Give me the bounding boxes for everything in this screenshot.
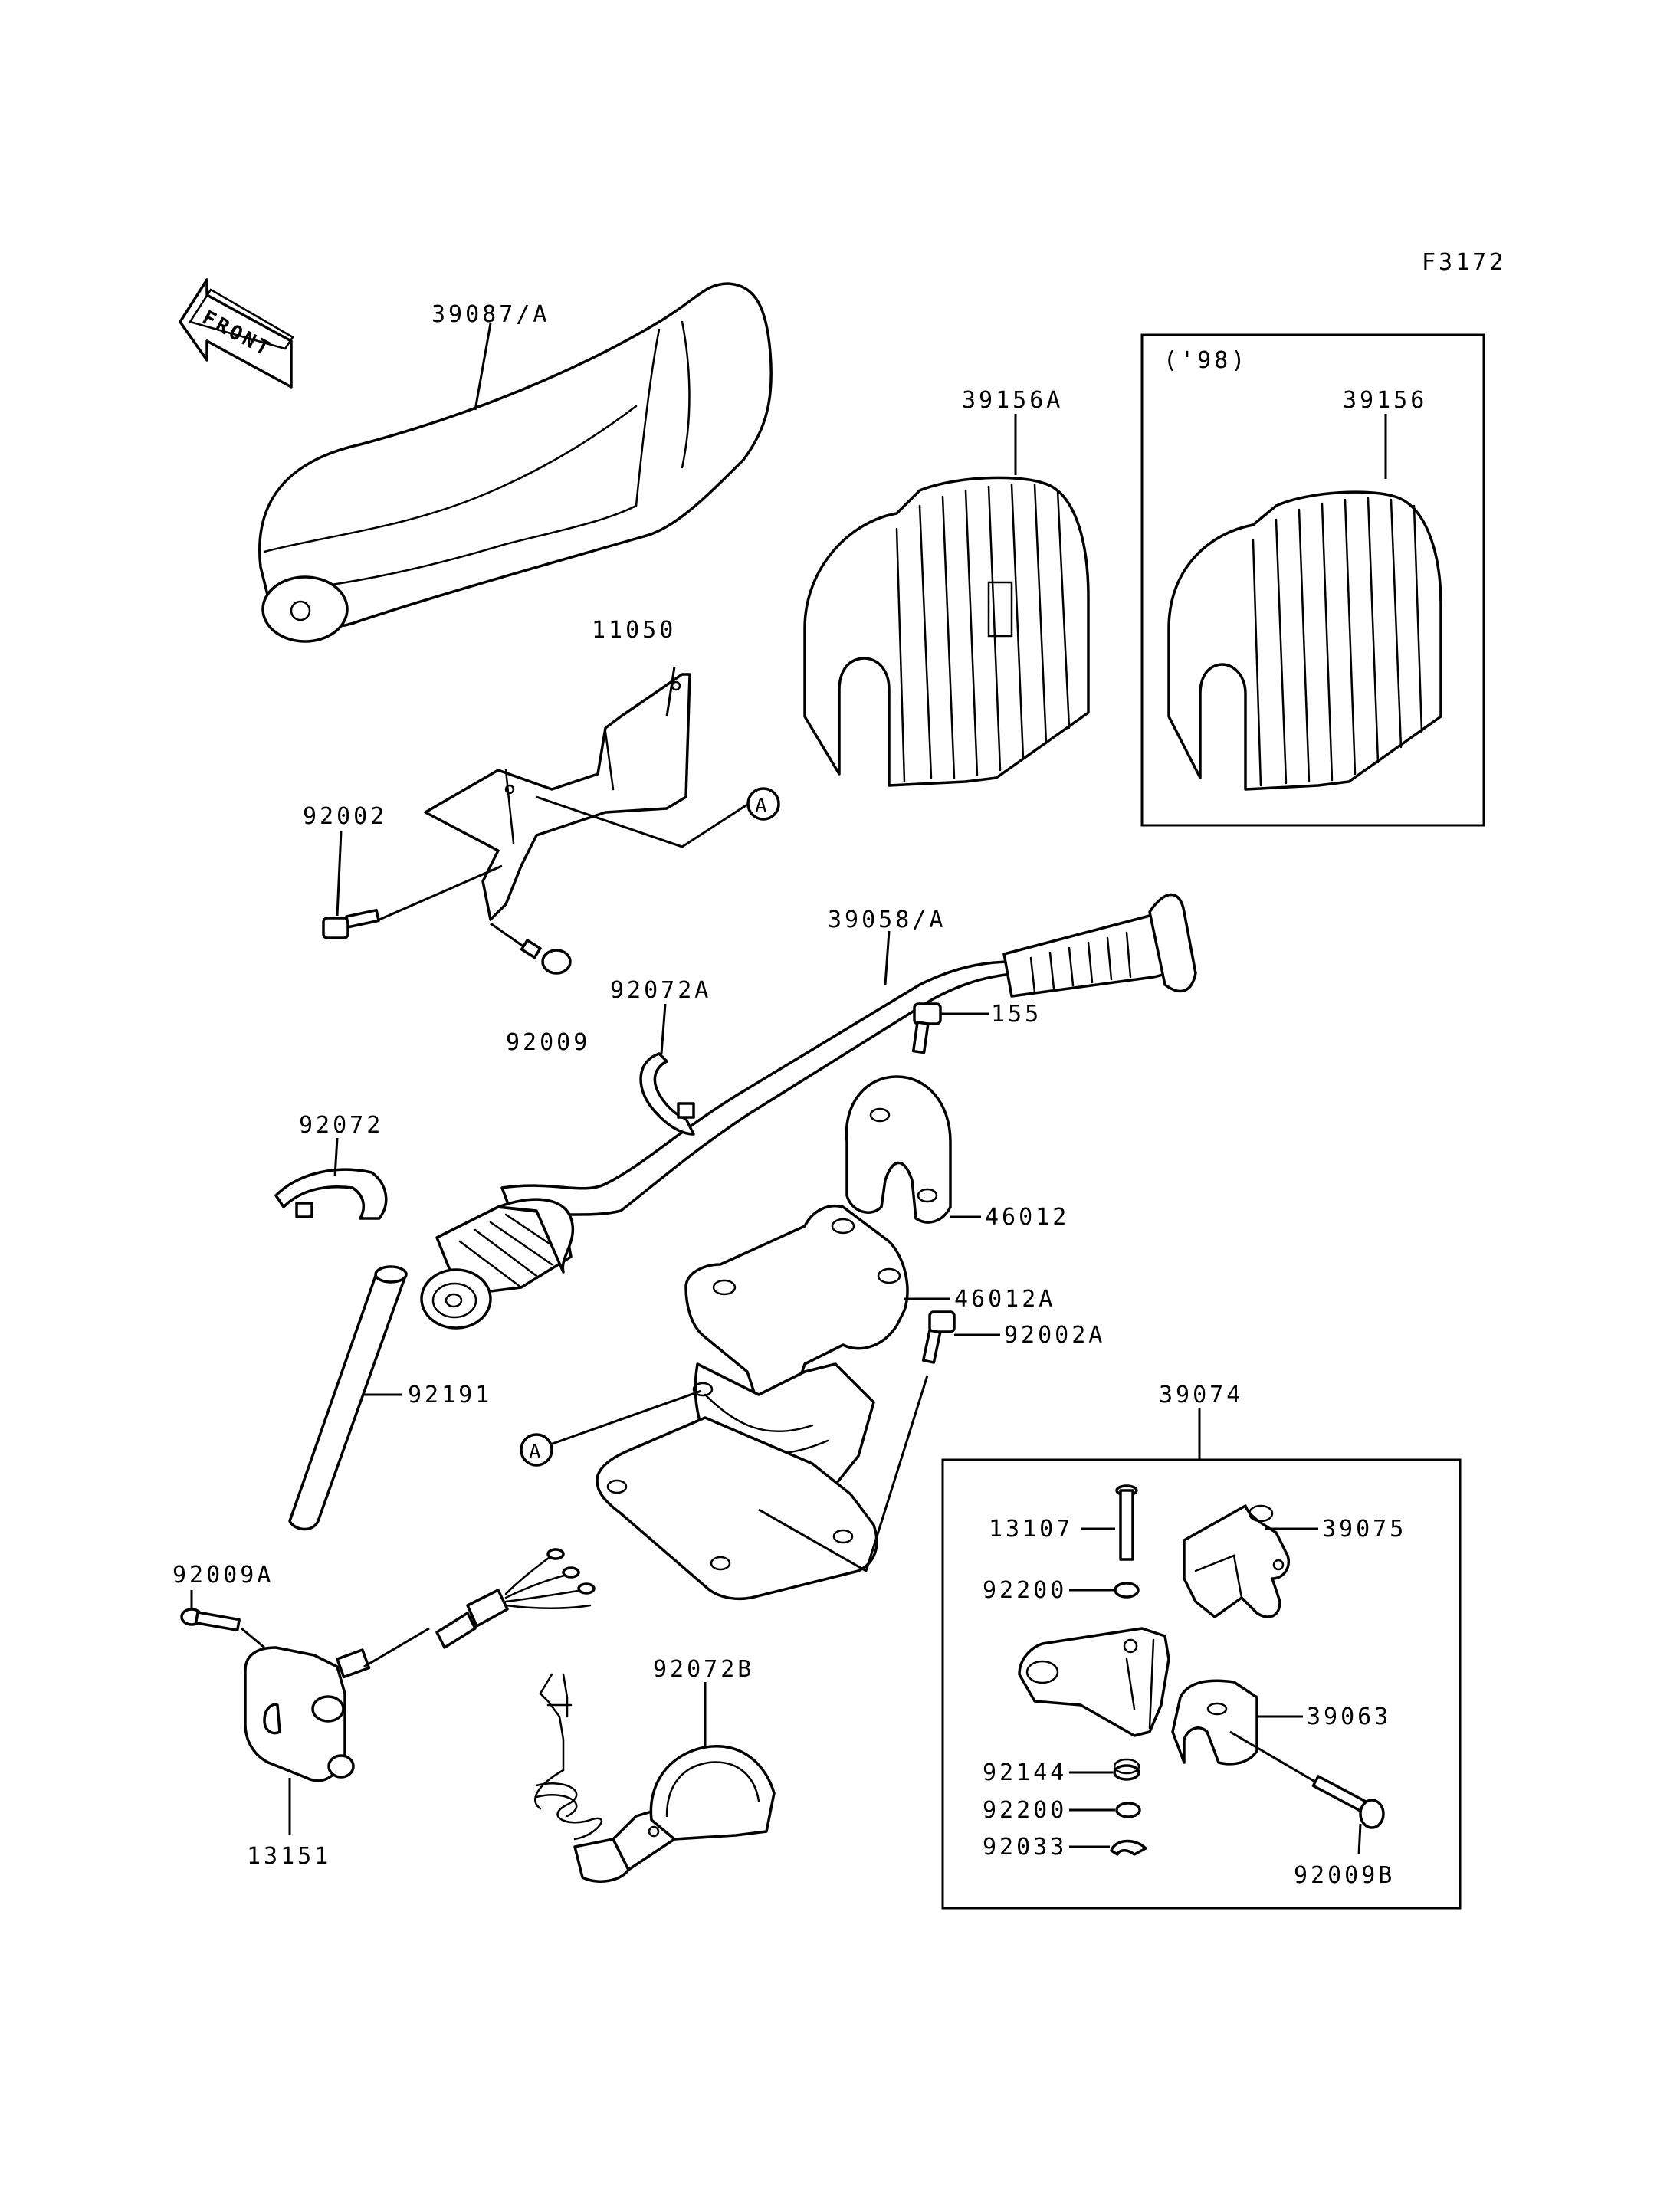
screw-92009B bbox=[1229, 1730, 1385, 1829]
label-92072B: 92072B bbox=[653, 1656, 754, 1683]
band-92072 bbox=[274, 1168, 388, 1220]
label-92009: 92009 bbox=[506, 1029, 590, 1056]
label-92033: 92033 bbox=[983, 1834, 1067, 1861]
kit-box-39074 bbox=[941, 1458, 1462, 1910]
label-92072A: 92072A bbox=[610, 977, 711, 1004]
bolt-92002 bbox=[322, 908, 380, 939]
inset-box-98 bbox=[1140, 333, 1485, 827]
label-92200-top: 92200 bbox=[983, 1577, 1067, 1604]
handlebar-pad-39087 bbox=[258, 282, 773, 643]
band-92072A bbox=[639, 1052, 695, 1136]
label-92009B: 92009B bbox=[1294, 1862, 1395, 1889]
label-39156A: 39156A bbox=[962, 387, 1063, 414]
label-13151: 13151 bbox=[247, 1843, 331, 1870]
label-155: 155 bbox=[991, 1001, 1042, 1028]
label-46012: 46012 bbox=[985, 1204, 1069, 1231]
label-39058: 39058/A bbox=[828, 907, 946, 933]
callout-a-upper: A bbox=[536, 787, 780, 848]
label-46012A: 46012A bbox=[954, 1286, 1055, 1313]
label-13107: 13107 bbox=[989, 1516, 1073, 1543]
clamp-cap-46012 bbox=[845, 1075, 952, 1224]
label-92200-bottom: 92200 bbox=[983, 1797, 1067, 1824]
tube-92191 bbox=[288, 1265, 408, 1531]
spring-92144 bbox=[1113, 1758, 1140, 1781]
label-11050: 11050 bbox=[592, 617, 676, 644]
boot-39156 bbox=[1167, 490, 1442, 791]
front-arrow-icon: FRONT bbox=[179, 278, 294, 389]
screw-92009 bbox=[490, 922, 572, 975]
block-39063 bbox=[1171, 1679, 1258, 1766]
svg-text:A: A bbox=[755, 795, 767, 818]
label-39074: 39074 bbox=[1159, 1382, 1243, 1408]
washer-92200-bottom bbox=[1115, 1802, 1141, 1818]
label-39075: 39075 bbox=[1322, 1516, 1406, 1543]
lanyard-92072B bbox=[534, 1673, 776, 1883]
label-39087: 39087/A bbox=[431, 301, 550, 328]
switch-13151 bbox=[244, 1646, 371, 1782]
boot-39156A bbox=[803, 476, 1090, 787]
holder-block bbox=[1018, 1627, 1170, 1737]
svg-text:A: A bbox=[529, 1441, 541, 1464]
pin-13107 bbox=[1115, 1484, 1138, 1561]
bolt-155 bbox=[911, 1002, 942, 1054]
callout-a-lower: A bbox=[520, 1389, 702, 1467]
screw-92009A bbox=[180, 1608, 241, 1632]
handlebar-39058 bbox=[420, 893, 1197, 1330]
label-92072: 92072 bbox=[299, 1112, 383, 1139]
label-39156: 39156 bbox=[1343, 387, 1427, 414]
label-92144: 92144 bbox=[983, 1759, 1067, 1786]
connector-wires bbox=[435, 1548, 596, 1649]
label-92002A: 92002A bbox=[1004, 1322, 1105, 1349]
label-92009A: 92009A bbox=[172, 1562, 274, 1589]
steering-base-46012A bbox=[596, 1205, 909, 1601]
figure-code: F3172 bbox=[1422, 249, 1506, 276]
circlip-92033 bbox=[1110, 1839, 1147, 1856]
bracket-11050 bbox=[424, 673, 691, 921]
inset-label: ('98) bbox=[1163, 347, 1248, 374]
label-92191: 92191 bbox=[408, 1382, 492, 1408]
bolt-92002A bbox=[921, 1310, 956, 1364]
washer-92200-top bbox=[1114, 1582, 1140, 1599]
label-39063: 39063 bbox=[1307, 1703, 1391, 1730]
label-92002: 92002 bbox=[303, 803, 387, 830]
arm-39075 bbox=[1183, 1504, 1290, 1618]
